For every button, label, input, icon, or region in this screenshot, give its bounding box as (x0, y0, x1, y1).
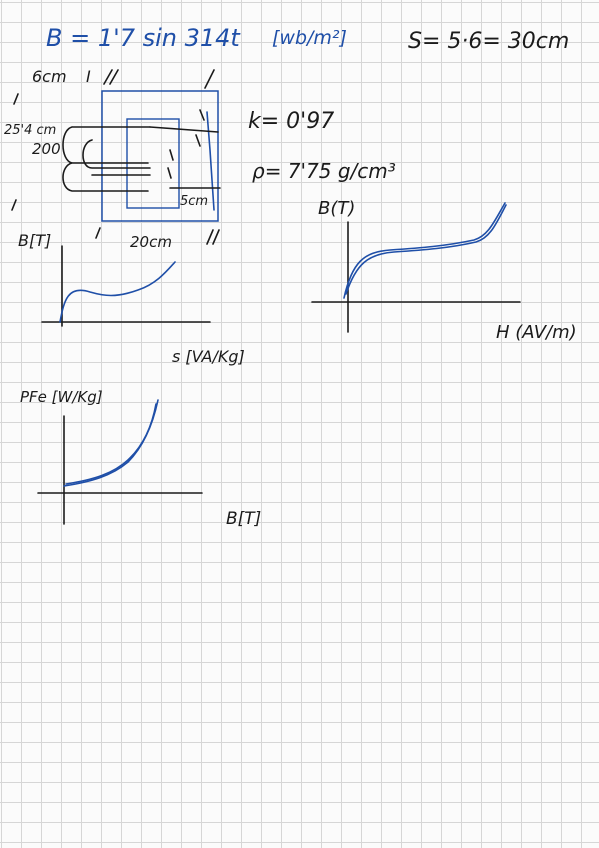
graph3-curve-ascending (63, 399, 159, 487)
density-value: ρ= 7'75 g/cm³ (252, 159, 396, 183)
limb-width-label: 5cm (180, 194, 208, 209)
b-s-curve-graph: B[T] s [VA/Kg] (18, 231, 245, 366)
primary-coil-winding (62, 126, 151, 192)
transformer-core-diagram: 6cm I 25'4 cm 200 5cm 20cm (4, 67, 221, 251)
right-limb-hatch (206, 111, 215, 211)
flux-density-units: [wb/m²] (272, 27, 347, 49)
core-outer-outline (101, 90, 219, 222)
b-h-magnetization-graph: B(T) H (AV/m) (311, 198, 577, 343)
graph1-curve (59, 261, 176, 323)
cross-section-formula: S= 5·6= 30cm (408, 29, 569, 54)
core-loss-graph: PFe [W/Kg] B[T] (20, 388, 261, 529)
graph3-curve-descending (65, 403, 157, 485)
core-width-label: 20cm (130, 233, 172, 251)
graph1-y-label: B[T] (18, 231, 51, 250)
dimension-tick-marks (11, 69, 220, 245)
flux-density-equation: B = 1'7 sin 314t (46, 24, 241, 52)
stacking-factor: k= 0'97 (248, 109, 334, 134)
mean-path-length-label: 25'4 cm (4, 123, 56, 138)
graph2-x-label: H (AV/m) (496, 322, 577, 343)
turns-label: 200 (32, 140, 61, 158)
graph2-curve-descending (345, 204, 507, 295)
graph2-curve-ascending (343, 202, 506, 299)
graph1-x-label: s [VA/Kg] (172, 347, 245, 366)
coil-lead-top (149, 126, 219, 133)
graph3-x-label: B[T] (226, 509, 261, 529)
graph3-y-label: PFe [W/Kg] (20, 388, 103, 406)
top-dimension-label: 6cm (32, 67, 67, 86)
top-roman-mark: I (86, 67, 91, 86)
graph2-y-label: B(T) (318, 198, 355, 219)
limb-dash-marks (167, 109, 205, 179)
